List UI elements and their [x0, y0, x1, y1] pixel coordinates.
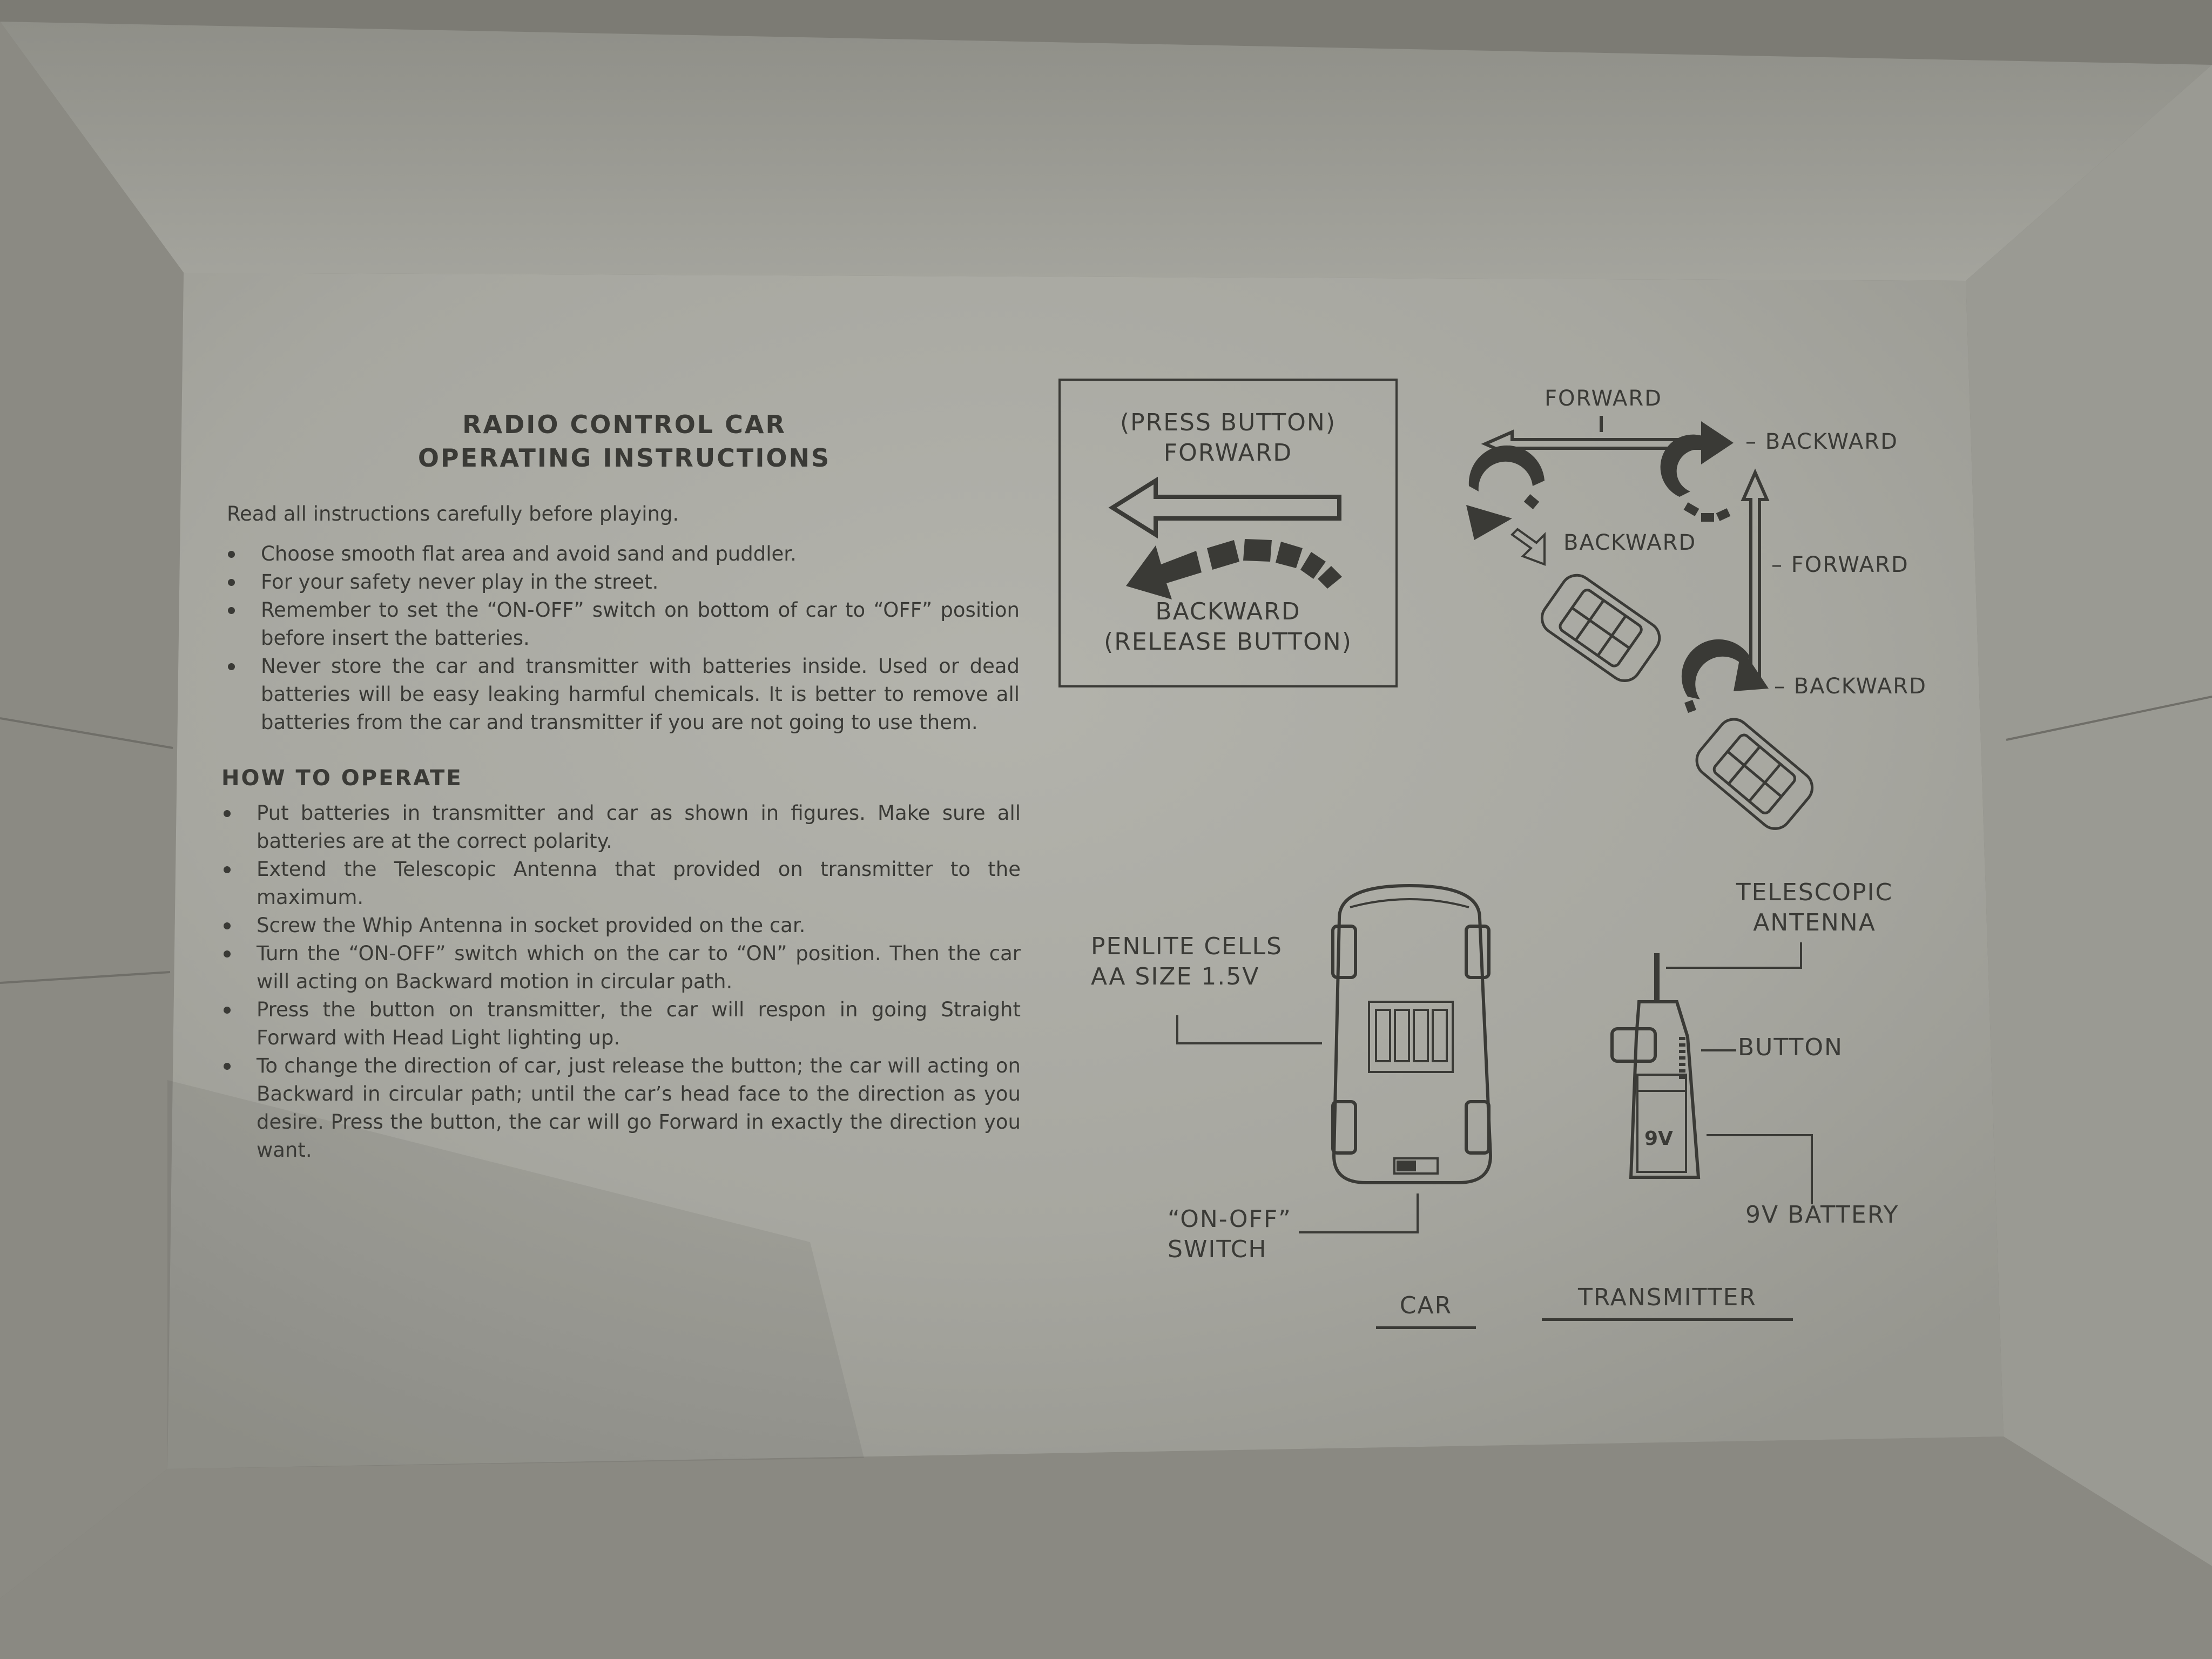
title-line-1: RADIO CONTROL CAR — [462, 410, 786, 439]
release-button-line-2: (RELEASE BUTTON) — [1104, 628, 1352, 656]
car-underside-icon — [1332, 884, 1493, 1184]
path-forward-top-label: FORWARD — [1545, 386, 1662, 411]
release-button-line-1: BACKWARD — [1155, 598, 1301, 625]
transmitter-caption: TRANSMITTER — [1542, 1283, 1793, 1321]
list-item: Press the button on transmitter, the car… — [221, 996, 1021, 1052]
switch-line-2: SWITCH — [1168, 1236, 1267, 1263]
path-forward-right-label: – FORWARD — [1771, 552, 1909, 577]
curve-arrow-icon — [1660, 421, 1734, 522]
path-backward-label-1: – BACKWARD — [1745, 429, 1898, 454]
cells-line-1: PENLITE CELLS — [1091, 933, 1283, 960]
list-item: Turn the “ON-OFF” switch which on the ca… — [221, 940, 1021, 996]
press-button-line-1: (PRESS BUTTON) — [1120, 409, 1336, 436]
list-item: Screw the Whip Antenna in socket provide… — [221, 912, 1021, 940]
car-caption: CAR — [1376, 1291, 1476, 1329]
list-item: Put batteries in transmitter and car as … — [221, 799, 1021, 855]
press-button-label: (PRESS BUTTON) FORWARD — [1060, 408, 1397, 468]
safety-bullet-list: Choose smooth flat area and avoid sand a… — [226, 540, 1020, 737]
on-off-switch-label: “ON-OFF” SWITCH — [1168, 1204, 1292, 1265]
title-line-2: OPERATING INSTRUCTIONS — [417, 443, 831, 473]
antenna-line-1: TELESCOPIC — [1736, 879, 1893, 906]
intro-text: Read all instructions carefully before p… — [227, 502, 679, 525]
press-button-line-2: FORWARD — [1163, 439, 1293, 467]
path-backward-label-3: – BACKWARD — [1774, 674, 1927, 699]
curve-arrow-icon — [1681, 639, 1769, 713]
forward-arrow-icon — [1108, 476, 1341, 539]
list-item: Remember to set the “ON-OFF” switch on b… — [226, 596, 1020, 652]
battery-label: 9V BATTERY — [1745, 1201, 1899, 1229]
car-top-view-icon — [1540, 574, 1661, 682]
curve-arrow-icon — [1466, 445, 1545, 540]
car-top-view-icon — [1695, 718, 1814, 830]
list-item: For your safety never play in the street… — [226, 568, 1020, 596]
button-label: BUTTON — [1738, 1034, 1843, 1061]
cells-line-2: AA SIZE 1.5V — [1091, 963, 1260, 990]
transmitter-icon — [1629, 1000, 1701, 1179]
how-to-heading: HOW TO OPERATE — [221, 766, 463, 791]
telescopic-antenna-label: TELESCOPIC ANTENNA — [1717, 878, 1912, 938]
battery-mark: 9V — [1644, 1128, 1673, 1150]
path-backward-label-2: BACKWARD — [1563, 530, 1697, 555]
on-off-switch-icon — [1393, 1157, 1439, 1175]
backward-arrow-icon — [1126, 539, 1342, 599]
list-item: Choose smooth flat area and avoid sand a… — [226, 540, 1020, 568]
list-item: Extend the Telescopic Antenna that provi… — [221, 855, 1021, 912]
list-item: Never store the car and transmitter with… — [226, 652, 1020, 737]
switch-line-1: “ON-OFF” — [1168, 1205, 1292, 1233]
document-title: RADIO CONTROL CAR OPERATING INSTRUCTIONS — [381, 408, 867, 475]
how-to-bullet-list: Put batteries in transmitter and car as … — [221, 799, 1021, 1164]
release-button-label: BACKWARD (RELEASE BUTTON) — [1060, 597, 1397, 657]
list-item: To change the direction of car, just rel… — [221, 1052, 1021, 1164]
antenna-line-2: ANTENNA — [1753, 909, 1876, 936]
penlite-cells-label: PENLITE CELLS AA SIZE 1.5V — [1091, 932, 1283, 992]
